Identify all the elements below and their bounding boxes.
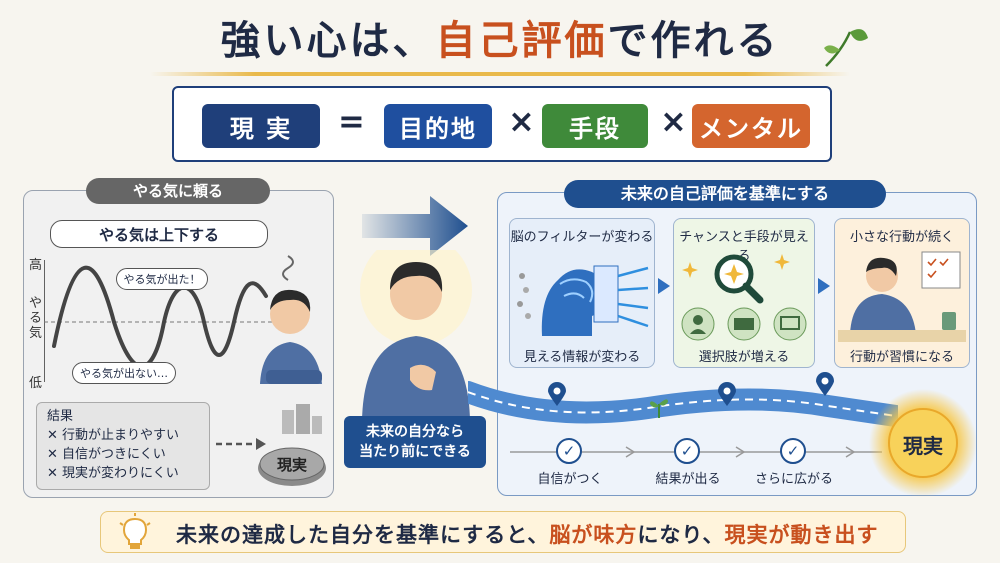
check-icon: ✓ [780, 438, 806, 464]
center-label: 未来の自分なら 当たり前にできる [344, 416, 486, 468]
step-results: 結果が出る [655, 472, 721, 487]
arrow-right-icon [658, 278, 670, 294]
axis-high: 高 [29, 258, 43, 273]
step-confidence: 自信がつく [537, 472, 603, 487]
title-underline [150, 72, 850, 76]
map-pin-icon [816, 372, 834, 396]
equals-sign: = [338, 102, 365, 140]
card-chances [673, 218, 815, 368]
title-part1: 強い心は、 [220, 18, 436, 64]
lightbulb-icon [119, 513, 151, 549]
left-panel-title: やる気に頼る [86, 178, 270, 204]
step-expand: さらに広がる [754, 472, 833, 487]
motivation-wave [44, 260, 272, 382]
check-icon: ✓ [556, 438, 582, 464]
leaf-icon [824, 29, 868, 67]
card1-top-text: 脳のフィルターが変わる [510, 230, 654, 245]
bottom-part1: 未来の達成した自分を基準にすると、 [176, 523, 550, 547]
card3-bottom-text: 行動が習慣になる [849, 350, 954, 365]
equation-means: 手段 [542, 104, 648, 148]
title-part3: で作れる [607, 18, 780, 64]
equation-mental: メンタル [692, 104, 810, 148]
card1-bottom-text: 見える情報が変わる [523, 350, 641, 365]
result-box: 結果 ✕ 行動が止まりやすい ✕ 自信がつきにくい ✕ 現実が変わりにくい [36, 402, 210, 490]
reality-stone-label: 現実 [276, 456, 307, 474]
result-item: ✕ 行動が止まりやすい [47, 428, 180, 443]
reality-stone-illustration [216, 404, 326, 486]
result-heading: 結果 [47, 409, 74, 424]
center-line2: 当たり前にできる [359, 444, 471, 460]
x-icon: ✕ [47, 428, 63, 443]
left-subtitle: やる気は上下する [50, 220, 268, 248]
bubble-motivated: やる気が出た！ [116, 268, 208, 290]
map-pin-icon [548, 382, 566, 406]
right-panel-title: 未来の自己評価を基準にする [564, 180, 886, 208]
result-item: ✕ 現実が変わりにくい [47, 466, 179, 481]
big-arrow-icon [362, 196, 468, 256]
x-icon: ✕ [47, 447, 63, 462]
times-sign-1: × [508, 102, 535, 140]
card-small-actions [834, 218, 970, 368]
times-sign-2: × [660, 102, 687, 140]
bubble-unmotivated: やる気が出ない… [72, 362, 176, 384]
bottom-part3: になり、 [637, 523, 725, 547]
title-accent: 自己評価 [435, 18, 608, 64]
result-item: ✕ 自信がつきにくい [47, 447, 166, 462]
page-title: 強い心は、自己評価で作れる [0, 8, 1000, 66]
center-line1: 未来の自分なら [366, 424, 464, 440]
bottom-accent2: 現実が動き出す [724, 523, 879, 547]
bottom-message-box [100, 511, 906, 553]
map-pin-icon [718, 382, 736, 406]
check-icon: ✓ [674, 438, 700, 464]
axis-mid: やる気 [29, 296, 43, 341]
road-path [468, 381, 898, 427]
sprout-icon [650, 399, 668, 418]
x-icon: ✕ [47, 466, 63, 481]
bottom-accent1: 脳が味方 [549, 523, 638, 547]
brain-filter-icon [517, 265, 649, 336]
tired-person-illustration [260, 255, 322, 384]
bottom-message: 未来の達成した自分を基準にすると、脳が味方になり、現実が動き出す [176, 519, 879, 549]
studying-person-illustration [838, 251, 966, 342]
confident-person-illustration [360, 250, 472, 420]
sun-label: 現実 [903, 434, 943, 458]
card2-bottom-text: 選択肢が増える [698, 350, 790, 365]
arrow-right-icon [818, 278, 830, 294]
axis-low: 低 [29, 376, 43, 391]
card3-top-text: 小さな行動が続く [849, 230, 954, 245]
chances-magnifier-icon [681, 254, 807, 341]
sun-icon [869, 389, 977, 497]
equation-destination: 目的地 [384, 104, 492, 148]
equation-reality: 現 実 [202, 104, 320, 148]
